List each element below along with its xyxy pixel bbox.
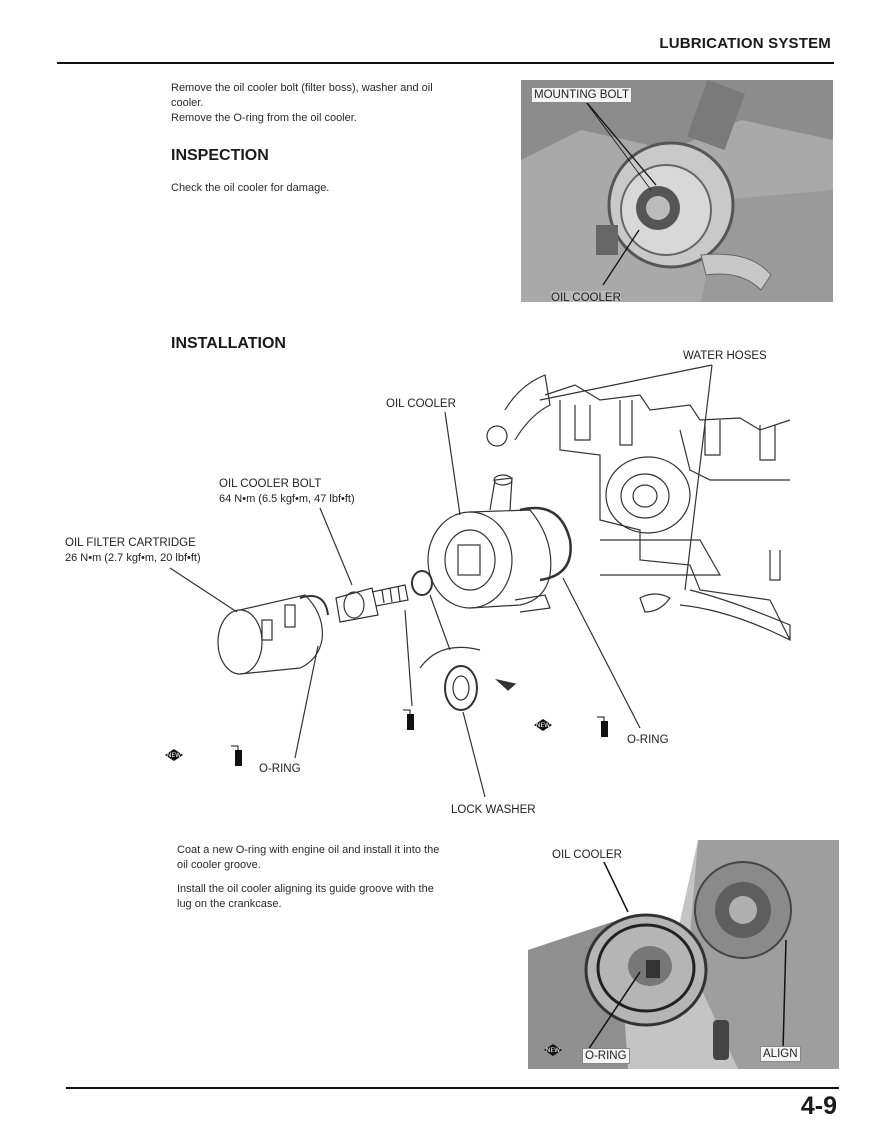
- svg-text:NEW: NEW: [546, 1047, 560, 1054]
- oil-can-icon: [403, 709, 414, 730]
- svg-text:NEW: NEW: [167, 752, 181, 759]
- photo2-oil-cooler-label: OIL COOLER: [552, 848, 622, 862]
- install-line-3: Install the oil cooler aligning its guid…: [177, 883, 434, 895]
- installation-heading: INSTALLATION: [171, 335, 286, 352]
- inspection-heading: INSPECTION: [171, 147, 269, 164]
- o-ring-left-label: O-RING: [259, 763, 301, 775]
- install-line-2: oil cooler groove.: [177, 859, 261, 871]
- water-hoses-label: WATER HOSES: [683, 350, 767, 362]
- mounting-bolt-label: MOUNTING BOLT: [531, 87, 632, 103]
- oil-cooler-bolt-torque: 64 N•m (6.5 kgf•m, 47 lbf•ft): [219, 493, 355, 505]
- removal-instructions: Remove the oil cooler bolt (filter boss)…: [171, 81, 433, 126]
- oil-cooler-photo: MOUNTING BOLT OIL COOLER: [521, 80, 833, 302]
- section-title: LUBRICATION SYSTEM: [659, 35, 831, 52]
- photo2-o-ring-label: O-RING: [582, 1048, 630, 1064]
- oil-filter-cartridge-torque: 26 N•m (2.7 kgf•m, 20 lbf•ft): [65, 552, 201, 564]
- align-label: ALIGN: [760, 1046, 801, 1062]
- removal-line-1: Remove the oil cooler bolt (filter boss)…: [171, 82, 433, 94]
- install-line-4: lug on the crankcase.: [177, 898, 282, 910]
- new-part-icon: NEW: [165, 749, 183, 761]
- o-ring-right-label: O-RING: [627, 734, 669, 746]
- install-instructions: Coat a new O-ring with engine oil and in…: [177, 843, 439, 912]
- oil-cooler-label: OIL COOLER: [386, 398, 456, 410]
- lock-washer-label: LOCK WASHER: [451, 804, 536, 816]
- photo1-oil-cooler-label: OIL COOLER: [551, 291, 621, 302]
- footer-divider: [66, 1087, 839, 1089]
- new-part-icon: NEW: [544, 1044, 562, 1056]
- install-line-1: Coat a new O-ring with engine oil and in…: [177, 844, 440, 856]
- page-number: 4-9: [800, 1092, 837, 1120]
- oil-can-icon: [597, 716, 608, 737]
- oil-cooler-install-photo: OIL COOLER NEW O-RING ALIGN: [528, 840, 839, 1069]
- new-part-icon: NEW: [534, 719, 552, 731]
- oil-can-icon: [231, 745, 242, 766]
- svg-text:NEW: NEW: [536, 722, 550, 729]
- inspection-text: Check the oil cooler for damage.: [171, 182, 330, 194]
- removal-line-3: Remove the O-ring from the oil cooler.: [171, 112, 357, 124]
- oil-cooler-bolt-label: OIL COOLER BOLT: [219, 478, 322, 490]
- oil-filter-cartridge-label: OIL FILTER CARTRIDGE: [65, 537, 196, 549]
- removal-line-2: cooler.: [171, 97, 204, 109]
- header-divider: [57, 62, 834, 64]
